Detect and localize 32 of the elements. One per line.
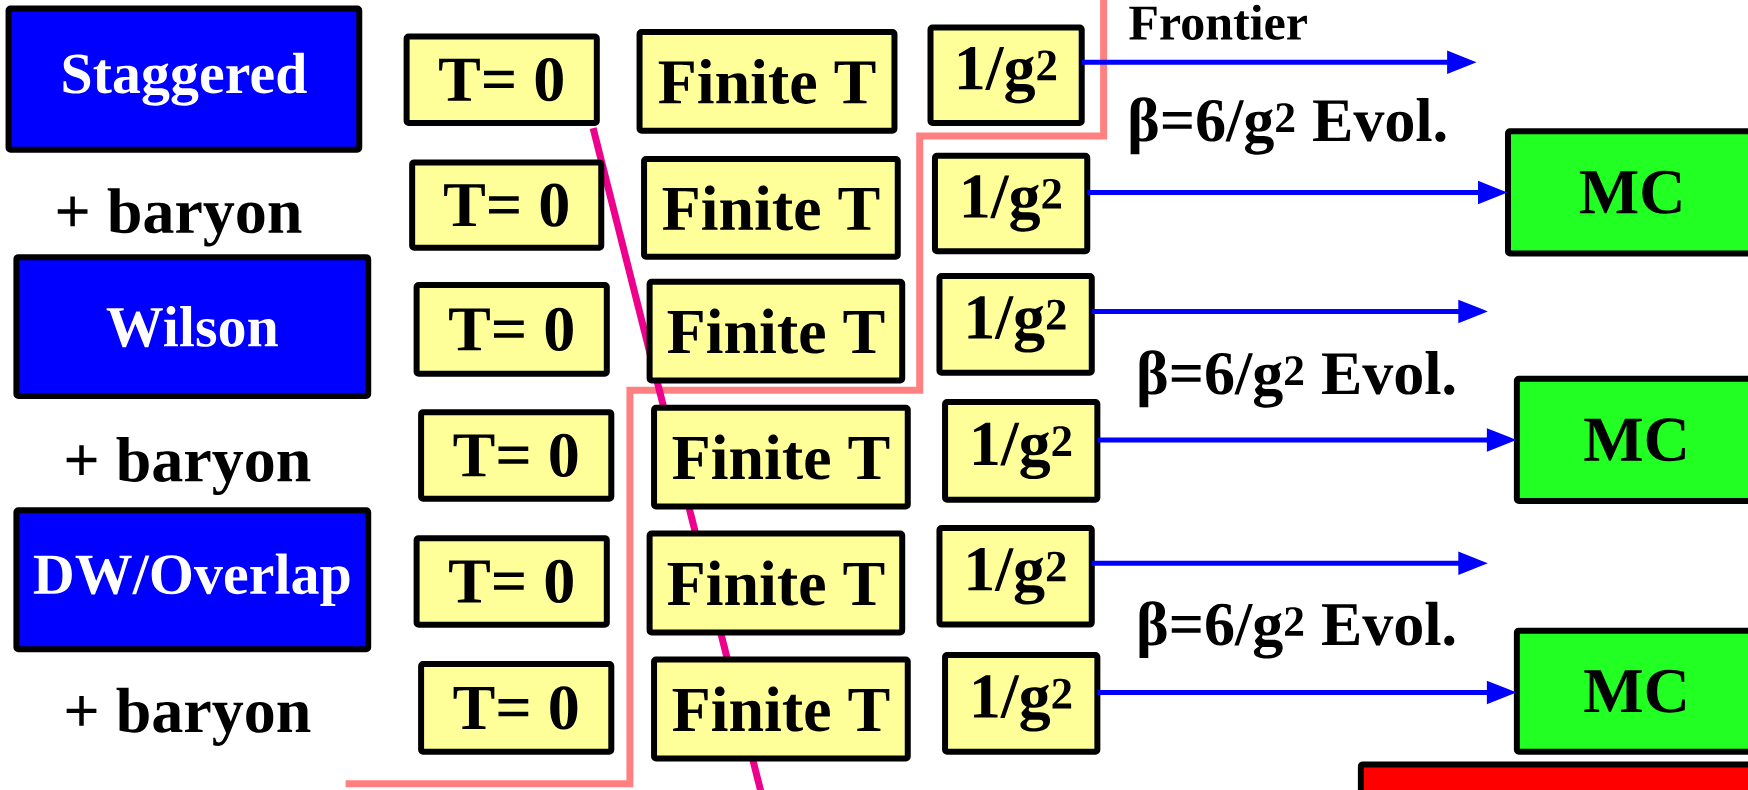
stage-box: T= 0 xyxy=(418,409,615,502)
stage-box: 1/g$^{2}$ xyxy=(936,525,1095,628)
stage-box: Finite T xyxy=(641,156,901,260)
stage-box: T= 0 xyxy=(413,282,610,377)
stage-box: 1/g$^{2}$ xyxy=(936,273,1095,376)
text-label: β=6/g$^{2}$ Evol. xyxy=(1130,97,1446,155)
text-label: Frontier xyxy=(1129,4,1307,40)
stage-box: Finite T xyxy=(651,404,911,510)
stage-box: Finite T xyxy=(636,29,898,134)
stage-box: 1/g$^{2}$ xyxy=(942,399,1101,503)
method-box: Staggered xyxy=(5,5,363,153)
stage-box: Finite T xyxy=(646,530,906,636)
text-label: β=6/g$^{2}$ Evol. xyxy=(1139,601,1455,659)
stage-box: T= 0 xyxy=(413,535,610,628)
stage-box: T= 0 xyxy=(409,159,605,251)
mc-box: MC xyxy=(1505,128,1748,257)
stage-box: 1/g$^{2}$ xyxy=(931,152,1091,255)
bar xyxy=(1357,761,1748,790)
text-label: + baryon xyxy=(66,687,311,746)
text-label: + baryon xyxy=(57,188,302,247)
stage-box: T= 0 xyxy=(418,661,615,755)
mc-box: MC xyxy=(1513,375,1748,504)
text-label: + baryon xyxy=(66,436,311,496)
stage-box: Finite T xyxy=(651,656,911,762)
stage-box: T= 0 xyxy=(403,33,600,126)
text-label: β=6/g$^{2}$ Evol. xyxy=(1139,350,1455,408)
stage-box: 1/g$^{2}$ xyxy=(927,24,1085,126)
method-box: Wilson xyxy=(13,254,372,400)
stage-box: Finite T xyxy=(646,278,906,384)
mc-box: MC xyxy=(1513,627,1748,755)
stage-box: 1/g$^{2}$ xyxy=(942,652,1101,755)
method-box: DW/Overlap xyxy=(13,507,372,653)
